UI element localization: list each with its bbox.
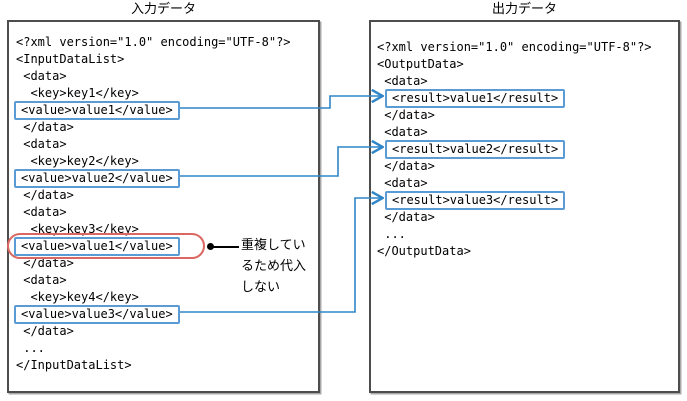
code-line: <key>key2</key> bbox=[16, 153, 139, 168]
input-panel-title: 入力データ bbox=[130, 2, 196, 17]
result-box-row: <result>value2</result> bbox=[385, 139, 566, 159]
result2-box: <result>value2</result> bbox=[385, 139, 566, 159]
code-line: <data> bbox=[16, 272, 67, 287]
result1-box: <result>value1</result> bbox=[385, 88, 566, 108]
code-line: <?xml version="1.0" encoding="UTF-8"?> bbox=[377, 39, 652, 54]
code-line: <InputDataList> bbox=[16, 51, 125, 66]
code-line: <?xml version="1.0" encoding="UTF-8"?> bbox=[16, 34, 291, 49]
code-line: <data> bbox=[377, 124, 428, 139]
code-line: </data> bbox=[377, 209, 435, 224]
annotation-leader-line bbox=[213, 245, 239, 248]
value1-box: <value>value1</value> bbox=[14, 100, 180, 120]
output-panel-title: 出力データ bbox=[491, 2, 557, 17]
code-line: <key>key1</key> bbox=[16, 85, 139, 100]
value3-box: <value>value3</value> bbox=[14, 304, 180, 324]
code-line: </data> bbox=[377, 158, 435, 173]
value-box-row: <value>value2</value> bbox=[14, 168, 180, 188]
duplicate-value1-box: <value>value1</value> bbox=[14, 236, 180, 256]
code-line: </data> bbox=[16, 187, 74, 202]
code-line: <data> bbox=[377, 175, 428, 190]
result-box-row: <result>value3</result> bbox=[385, 190, 566, 210]
code-line: ... bbox=[16, 340, 45, 355]
code-line: </InputDataList> bbox=[16, 357, 132, 372]
code-line: <key>key3</key> bbox=[16, 221, 139, 236]
code-line: <data> bbox=[16, 136, 67, 151]
value-box-row: <value>value3</value> bbox=[14, 304, 180, 324]
result3-box: <result>value3</result> bbox=[385, 190, 566, 210]
value-box-row: <value>value1</value> bbox=[14, 100, 180, 120]
code-line: </OutputData> bbox=[377, 243, 471, 258]
duplicate-annotation: 重複してい るため代入 しない bbox=[241, 238, 307, 295]
code-line: </data> bbox=[16, 255, 74, 270]
code-line: </data> bbox=[377, 107, 435, 122]
input-panel: <?xml version="1.0" encoding="UTF-8"?> <… bbox=[7, 20, 320, 393]
code-line: <key>key4</key> bbox=[16, 289, 139, 304]
code-line: ... bbox=[377, 226, 406, 241]
code-line: <data> bbox=[377, 73, 428, 88]
value2-box: <value>value2</value> bbox=[14, 168, 180, 188]
code-line: </data> bbox=[16, 119, 74, 134]
value-box-row: <value>value1</value> bbox=[14, 236, 180, 256]
output-panel: <?xml version="1.0" encoding="UTF-8"?> <… bbox=[369, 20, 680, 393]
code-line: </data> bbox=[16, 323, 74, 338]
result-box-row: <result>value1</result> bbox=[385, 88, 566, 108]
code-line: <data> bbox=[16, 204, 67, 219]
code-line: <data> bbox=[16, 68, 67, 83]
code-line: <OutputData> bbox=[377, 56, 464, 71]
